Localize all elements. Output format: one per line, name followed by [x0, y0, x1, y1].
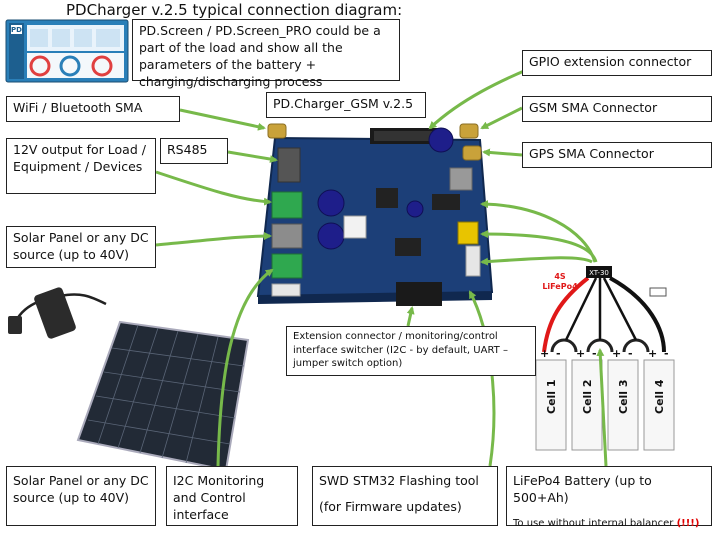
label-solar-bottom: Solar Panel or any DC source (up to 40V)	[6, 466, 156, 526]
label-balancer: To use without internal balancer (!!!)	[513, 517, 705, 531]
wifi-sma-connector	[267, 123, 287, 139]
cell-4-label: Cell 4	[653, 379, 666, 414]
label-gps: GPS SMA Connector	[522, 142, 712, 168]
cell-3-label: Cell 3	[617, 379, 630, 414]
screen-logo-text: PD	[11, 26, 22, 34]
cell-1-label: Cell 1	[545, 379, 558, 414]
cell-3-body	[607, 359, 639, 451]
terminal-battery	[271, 253, 303, 279]
cell-4-plus: +	[648, 347, 657, 360]
cell-1-body	[535, 359, 567, 451]
cell-3-plus: +	[612, 347, 621, 360]
extension-header	[396, 282, 442, 306]
cell-2-minus: -	[592, 347, 597, 360]
pd-charger-board	[256, 123, 494, 306]
cell-3-minus: -	[628, 347, 633, 360]
label-swd-line1: SWD STM32 Flashing tool	[319, 473, 479, 488]
label-12v-output: 12V output for Load / Equipment / Device…	[6, 138, 156, 194]
label-board-name: PD.Charger_GSM v.2.5	[266, 92, 426, 118]
gsm-sma-connector	[459, 123, 479, 139]
connector-arrows	[155, 60, 608, 467]
power-adapter-icon	[8, 287, 107, 339]
cell-1-plus: +	[540, 347, 549, 360]
cell-2-body	[571, 359, 603, 451]
label-balancer-text: To use without internal balancer	[513, 517, 674, 529]
diagram-title: PDCharger v.2.5 typical connection diagr…	[66, 1, 403, 19]
pack-count-label: 4S	[554, 272, 566, 281]
label-swd: SWD STM32 Flashing tool (for Firmware up…	[312, 466, 498, 526]
terminal-12v-output	[271, 191, 303, 219]
battery-pack: XT-30 4S LiFePo4 + - + - + - + - Cell 1 …	[535, 266, 675, 451]
yellow-connector	[457, 221, 479, 245]
label-rs485: RS485	[160, 138, 228, 164]
label-gpio: GPIO extension connector	[522, 50, 712, 76]
cell-4-body	[643, 359, 675, 451]
cell-2-plus: +	[576, 347, 585, 360]
rs485-connector	[277, 147, 301, 183]
label-swd-line2: (for Firmware updates)	[319, 498, 462, 514]
cell-2-label: Cell 2	[581, 379, 594, 414]
gps-sma-connector	[462, 145, 482, 161]
label-solar-right: Solar Panel or any DC source (up to 40V)	[6, 226, 156, 268]
cell-4-minus: -	[664, 347, 669, 360]
label-i2c: I2C Monitoring and Control interface	[166, 466, 298, 526]
label-battery-text: LiFePo4 Battery (up to 500+Ah)	[513, 473, 652, 505]
cell-1-minus: -	[556, 347, 561, 360]
label-extension-connector: Extension connector / monitoring/control…	[286, 326, 536, 376]
label-battery: LiFePo4 Battery (up to 500+Ah) To use wi…	[506, 466, 712, 529]
label-gsm: GSM SMA Connector	[522, 96, 712, 122]
terminal-solar-input	[271, 223, 303, 249]
label-pd-screen: PD.Screen / PD.Screen_PRO could be a par…	[132, 19, 400, 89]
label-wifi-bluetooth: WiFi / Bluetooth SMA	[6, 96, 180, 122]
label-balancer-warning: (!!!)	[676, 517, 700, 529]
pd-screen-thumbnail: PD	[5, 19, 129, 83]
connector-label: XT-30	[589, 269, 609, 277]
pack-chem-label: LiFePo4	[542, 282, 578, 291]
